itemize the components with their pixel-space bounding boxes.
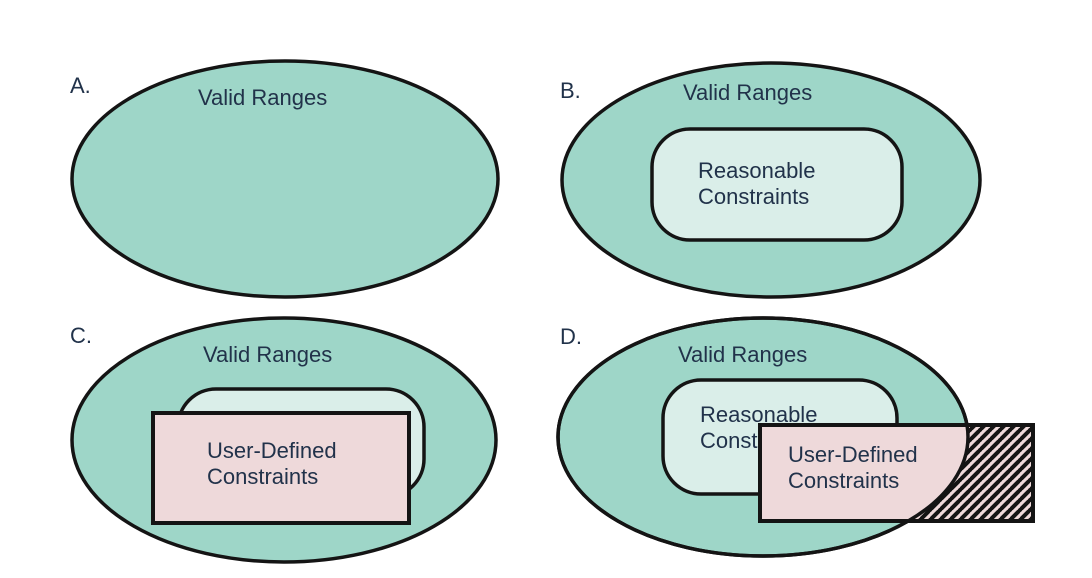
user-defined-constraints-border-overlay-d [758, 423, 1035, 523]
reasonable-constraints-label-d-line1: Reasonable [700, 402, 817, 427]
hatch-region-outside-valid-ranges [760, 425, 1033, 521]
user-defined-constraints-box-c [151, 411, 411, 525]
panel-c-label: C. [70, 323, 92, 348]
valid-ranges-label-b: Valid Ranges [683, 80, 812, 105]
user-defined-constraints-label-d-line2: Constraints [788, 468, 899, 493]
reasonable-constraints-label-b-line1: Reasonable [698, 158, 815, 183]
user-defined-constraints-label-c-line2: Constraints [207, 464, 318, 489]
panel-c: C. Valid Ranges User-Defined Constraints [70, 316, 498, 564]
valid-ranges-outline-overlay-d [556, 316, 970, 558]
reasonable-constraints-label-b-line2: Constraints [698, 184, 809, 209]
valid-ranges-label-a: Valid Ranges [198, 85, 327, 110]
reasonable-constraints-box-b [650, 127, 904, 242]
user-defined-constraints-label-c-line1: User-Defined [207, 438, 337, 463]
panel-d-label: D. [560, 324, 582, 349]
panel-d: D. Valid Ranges Reasonable Constraints U… [556, 316, 1035, 558]
valid-ranges-label-d: Valid Ranges [678, 342, 807, 367]
valid-ranges-label-c: Valid Ranges [203, 342, 332, 367]
valid-ranges-ellipse-a [70, 59, 500, 299]
panel-b: B. Valid Ranges Reasonable Constraints [560, 61, 982, 299]
user-defined-constraints-label-d-line1: User-Defined [788, 442, 918, 467]
panel-a-label: A. [70, 73, 91, 98]
panel-a: A. Valid Ranges [70, 59, 500, 299]
panel-b-label: B. [560, 78, 581, 103]
